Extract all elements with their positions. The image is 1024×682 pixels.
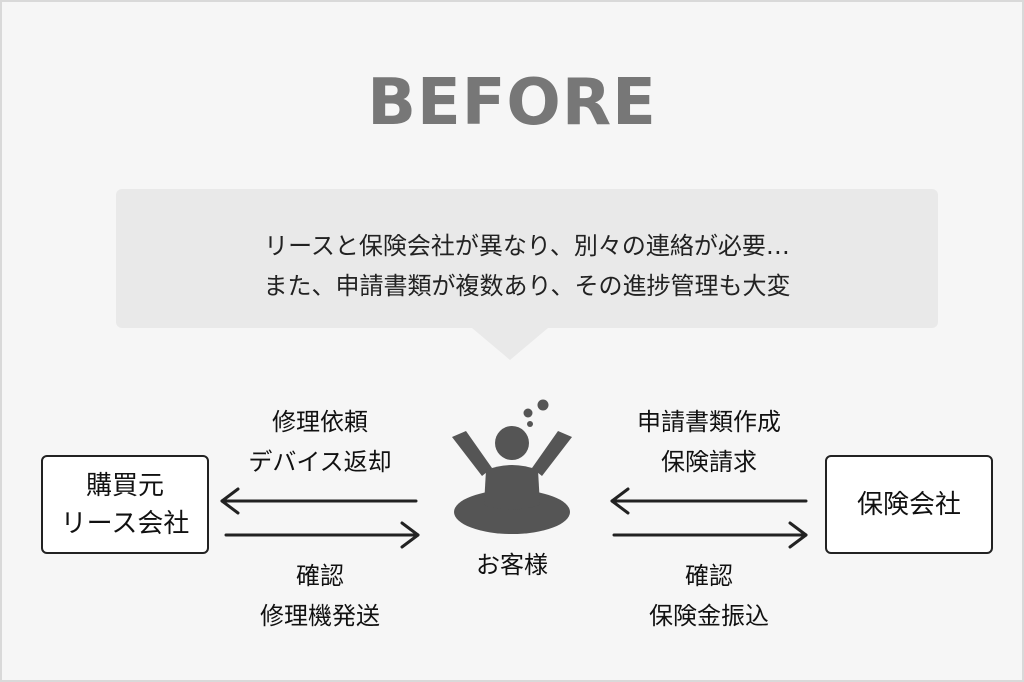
- left-top-label-line-2: デバイス返却: [248, 448, 392, 476]
- arrow-to-insurance-company-head: [788, 521, 808, 549]
- leasing-company-line-1: 購買元: [85, 470, 164, 501]
- left-top-label-line-1: 修理依頼: [272, 408, 368, 436]
- right-top-label: 申請書類作成 保険請求: [606, 402, 812, 482]
- right-bottom-label-line-2: 保険金振込: [649, 602, 769, 630]
- right-bottom-label: 確認 保険金振込: [606, 556, 812, 636]
- left-bottom-label-line-1: 確認: [296, 562, 344, 590]
- leasing-company-line-2: リース会社: [60, 508, 190, 539]
- struggling-person-icon: [452, 399, 572, 534]
- right-top-label-line-1: 申請書類作成: [637, 408, 781, 436]
- right-bottom-label-line-1: 確認: [685, 562, 733, 590]
- arrow-to-leasing-company-head: [220, 487, 240, 515]
- speech-bubble-tail: [472, 328, 548, 360]
- bubble-line-1: リースと保険会社が異なり、別々の連絡が必要…: [264, 232, 790, 260]
- arrow-from-leasing-company-head: [400, 521, 420, 549]
- insurance-company-box: 保険会社: [825, 455, 993, 554]
- customer-label: お客様: [476, 551, 548, 579]
- leasing-company-box: 購買元 リース会社: [41, 455, 209, 554]
- left-bottom-label: 確認 修理機発送: [220, 556, 420, 636]
- insurance-company-line-1: 保険会社: [856, 489, 961, 520]
- left-bottom-label-line-2: 修理機発送: [260, 602, 380, 630]
- arrow-from-insurance-to-customer-top-head: [610, 487, 630, 515]
- bubble-line-2: また、申請書類が複数あり、その進捗管理も大変: [263, 272, 791, 300]
- left-top-label: 修理依頼 デバイス返却: [220, 402, 420, 482]
- speech-bubble: [116, 189, 938, 328]
- right-top-label-line-2: 保険請求: [661, 448, 757, 476]
- diagram-title: BEFORE: [367, 66, 657, 140]
